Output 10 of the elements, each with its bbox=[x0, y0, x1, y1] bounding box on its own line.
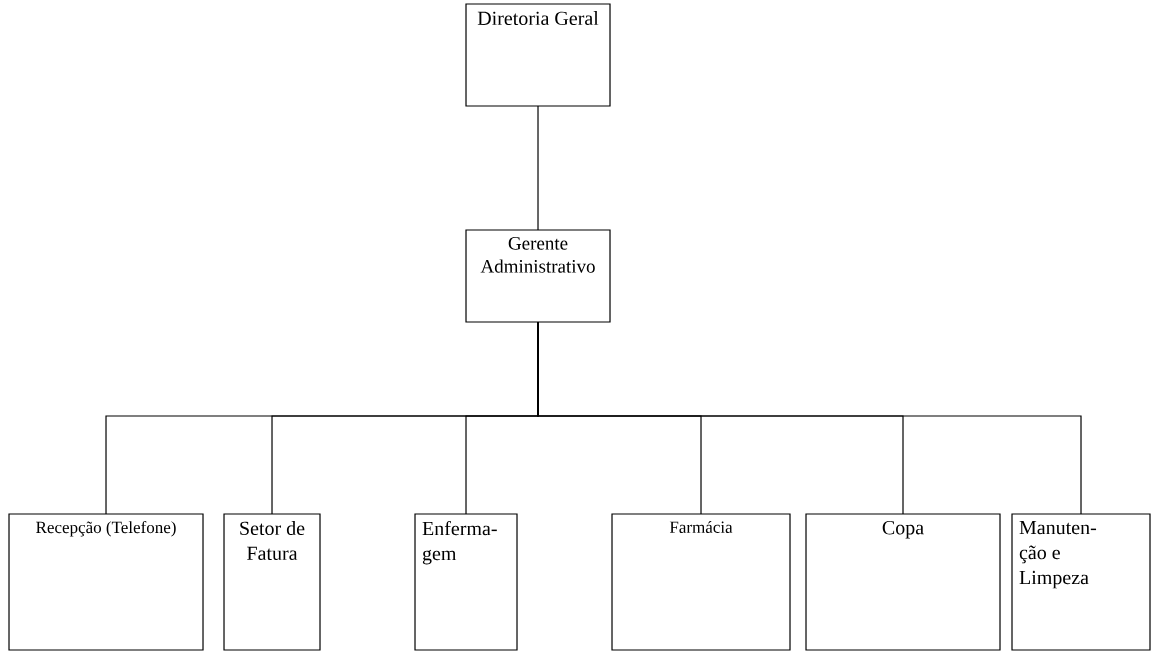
connector-line bbox=[537, 105, 539, 231]
org-box: Copa bbox=[805, 513, 1001, 651]
org-box: Farmácia bbox=[611, 513, 791, 651]
org-box: Gerente Administrativo bbox=[465, 229, 611, 323]
connector-line bbox=[537, 321, 1082, 515]
org-box: Setor de Fatura bbox=[223, 513, 321, 651]
org-box: Diretoria Geral bbox=[465, 3, 611, 107]
org-box: Enferma- gem bbox=[414, 513, 518, 651]
org-box: Recepção (Telefone) bbox=[8, 513, 204, 651]
org-box: Manuten- ção e Limpeza bbox=[1011, 513, 1151, 651]
